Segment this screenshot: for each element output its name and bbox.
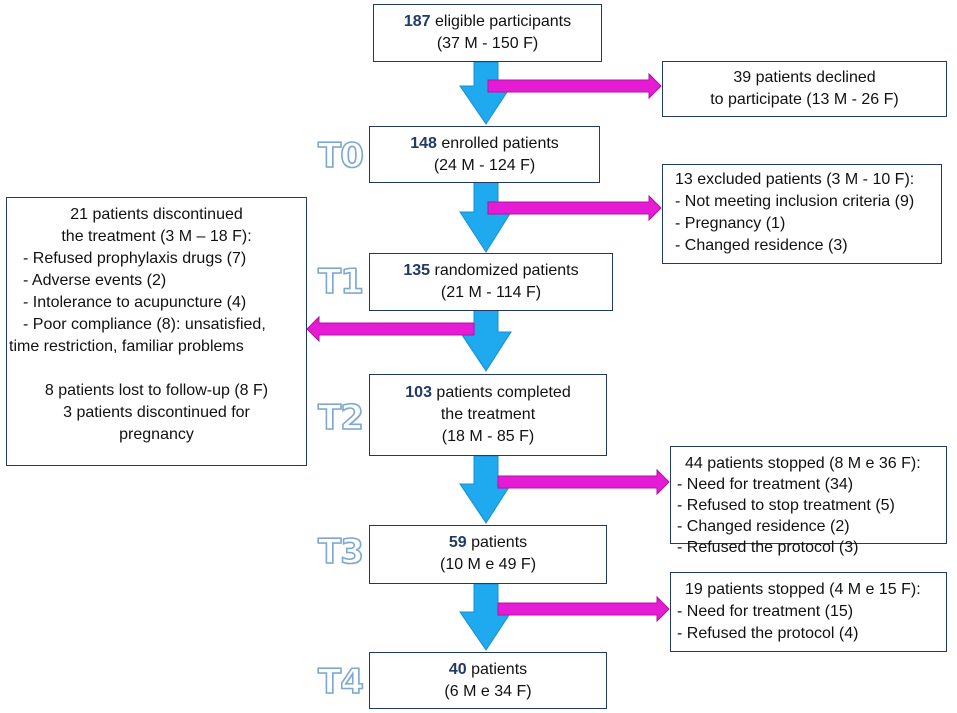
stopped-t2-reason-3: - Changed residence (2) [677, 518, 850, 535]
enrolled-label: enrolled patients [436, 135, 559, 152]
stopped-t2-reason-4: - Refused the protocol (3) [677, 539, 859, 556]
box-stopped-t3: 19 patients stopped (4 M e 15 F): - Need… [670, 572, 947, 652]
t3-breakdown: (10 M e 49 F) [439, 556, 537, 573]
side-arrow-declined [487, 72, 662, 100]
stopped-t3-reason-2: - Refused the protocol (4) [677, 625, 859, 642]
completed-label-line2: the treatment [440, 406, 536, 423]
discontinued-pregnancy-2: pregnancy [119, 426, 194, 443]
excluded-header: 13 excluded patients (3 M - 10 F): [675, 171, 915, 188]
discontinued-header-1: 21 patients discontinued [70, 206, 243, 223]
t4-label: patients [466, 661, 528, 678]
completed-breakdown: (18 M - 85 F) [441, 428, 535, 445]
box-completed: 103 patients completed the treatment (18… [369, 374, 607, 456]
stopped-t2-header: 44 patients stopped (8 M e 36 F): [685, 455, 921, 472]
eligible-label: eligible participants [430, 13, 572, 30]
box-enrolled: 148 enrolled patients (24 M - 124 F) [369, 126, 600, 183]
box-declined: 39 patients declined to participate (13 … [662, 61, 947, 117]
down-arrow-1 [459, 61, 512, 125]
randomized-count: 135 [403, 262, 431, 279]
discontinued-reason-3: - Intolerance to acupuncture (4) [23, 294, 247, 311]
side-arrow-discontinued [306, 315, 475, 343]
declined-line-1: 39 patients declined [733, 69, 876, 86]
discontinued-pregnancy-1: 3 patients discontinued for [63, 404, 250, 421]
t4-count: 40 [448, 661, 467, 678]
stage-label-t4: T4 [317, 661, 364, 703]
randomized-breakdown: (21 M - 114 F) [440, 284, 542, 301]
stage-label-t0: T0 [317, 135, 364, 177]
stopped-t3-reason-1: - Need for treatment (15) [677, 603, 854, 620]
discontinued-reason-2: - Adverse events (2) [23, 272, 167, 289]
excluded-reason-2: - Pregnancy (1) [675, 215, 786, 232]
box-t4-patients: 40 patients (6 M e 34 F) [369, 652, 607, 709]
box-stopped-t2: 44 patients stopped (8 M e 36 F): - Need… [670, 446, 947, 556]
t4-breakdown: (6 M e 34 F) [444, 683, 532, 700]
stopped-t2-reason-2: - Refused to stop treatment (5) [677, 497, 895, 514]
side-arrow-excluded [487, 194, 662, 222]
discontinued-reason-4: - Poor compliance (8): unsatisfied, [23, 316, 266, 333]
side-arrow-stopped-t2 [497, 468, 670, 496]
discontinued-reason-1: - Refused prophylaxis drugs (7) [23, 250, 247, 267]
down-arrow-5 [459, 583, 512, 651]
t3-count: 59 [448, 534, 467, 551]
box-eligible: 187 eligible participants (37 M - 150 F) [373, 4, 602, 62]
stage-label-t1: T1 [317, 261, 364, 303]
stopped-t2-reason-1: - Need for treatment (34) [677, 476, 854, 493]
excluded-reason-3: - Changed residence (3) [675, 237, 848, 254]
eligible-count: 187 [403, 13, 431, 30]
box-excluded: 13 excluded patients (3 M - 10 F): - Not… [662, 164, 942, 264]
box-t3-patients: 59 patients (10 M e 49 F) [369, 525, 607, 584]
excluded-reason-1: - Not meeting inclusion criteria (9) [675, 193, 915, 210]
down-arrow-2 [459, 181, 512, 253]
box-randomized: 135 randomized patients (21 M - 114 F) [369, 253, 613, 311]
discontinued-spacer [7, 358, 306, 380]
declined-line-2: to participate (13 M - 26 F) [710, 91, 899, 108]
down-arrow-4 [459, 455, 512, 524]
completed-count: 103 [405, 384, 432, 401]
completed-label: patients completed [431, 384, 571, 401]
down-arrow-3 [459, 309, 512, 372]
eligible-breakdown: (37 M - 150 F) [436, 35, 539, 52]
stage-label-t2: T2 [317, 397, 364, 439]
lost-followup: 8 patients lost to follow-up (8 F) [44, 382, 269, 399]
t3-label: patients [466, 534, 528, 551]
enrolled-count: 148 [410, 135, 437, 152]
stopped-t3-header: 19 patients stopped (4 M e 15 F): [685, 581, 921, 598]
box-discontinued: 21 patients discontinued the treatment (… [6, 197, 307, 466]
discontinued-header-2: the treatment (3 M – 18 F): [61, 228, 252, 245]
randomized-label: randomized patients [430, 262, 579, 279]
side-arrow-stopped-t3 [497, 595, 670, 623]
discontinued-reason-4-cont: time restriction, familiar problems [9, 338, 244, 355]
enrolled-breakdown: (24 M - 124 F) [433, 157, 536, 174]
stage-label-t3: T3 [317, 531, 364, 573]
